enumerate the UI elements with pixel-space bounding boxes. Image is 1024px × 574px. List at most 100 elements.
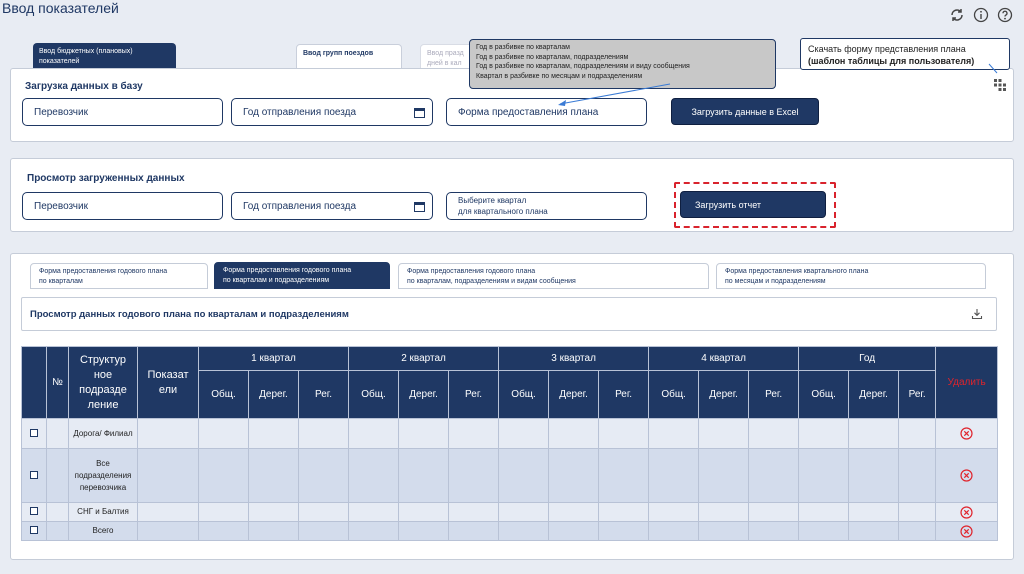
- data-cell[interactable]: [348, 502, 400, 522]
- data-cell[interactable]: [498, 448, 550, 503]
- data-cell[interactable]: [297, 521, 350, 541]
- data-cell[interactable]: [348, 418, 400, 449]
- upload-excel-button[interactable]: Загрузить данные в Excel: [671, 98, 819, 125]
- delete-icon[interactable]: [960, 524, 973, 538]
- view-quarter-select[interactable]: Выберите квартал для квартального плана: [446, 192, 647, 220]
- row-checkbox[interactable]: [30, 470, 38, 479]
- data-cell[interactable]: [248, 521, 299, 541]
- data-cell[interactable]: [798, 418, 850, 449]
- data-cell[interactable]: [648, 521, 700, 541]
- data-cell[interactable]: [137, 502, 199, 522]
- data-cell[interactable]: [898, 448, 937, 503]
- data-cell[interactable]: [548, 448, 600, 503]
- subtab-quarters-units-types[interactable]: Форма предоставления годового плана по к…: [398, 263, 709, 289]
- data-cell[interactable]: [698, 502, 750, 522]
- header-sub: Дерег.: [398, 370, 450, 419]
- data-cell[interactable]: [448, 521, 500, 541]
- data-cell[interactable]: [898, 502, 937, 522]
- data-cell[interactable]: [498, 521, 550, 541]
- data-cell[interactable]: [498, 418, 550, 449]
- tab-train-groups[interactable]: Ввод групп поездов: [296, 44, 402, 70]
- data-cell[interactable]: [648, 418, 700, 449]
- page-title: Ввод показателей: [2, 0, 119, 16]
- data-cell[interactable]: [898, 418, 937, 449]
- data-cell[interactable]: [598, 502, 650, 522]
- data-cell[interactable]: [798, 521, 850, 541]
- data-cell[interactable]: [798, 448, 850, 503]
- data-cell[interactable]: [198, 418, 249, 449]
- data-cell[interactable]: [398, 418, 450, 449]
- data-cell[interactable]: [898, 521, 937, 541]
- delete-icon[interactable]: [960, 469, 973, 482]
- header-delete: Удалить: [935, 346, 999, 419]
- row-checkbox[interactable]: [30, 507, 38, 515]
- data-cell[interactable]: [748, 418, 800, 449]
- data-cell[interactable]: [198, 502, 249, 522]
- load-report-button[interactable]: Загрузить отчет: [680, 191, 826, 218]
- delete-icon[interactable]: [960, 505, 973, 519]
- subtab-quarters-units[interactable]: Форма предоставления годового плана по к…: [214, 262, 390, 289]
- data-cell[interactable]: [498, 502, 550, 522]
- data-cell[interactable]: [598, 418, 650, 449]
- data-cell[interactable]: [248, 448, 299, 503]
- upload-year-field[interactable]: Год отправления поезда: [231, 98, 433, 126]
- data-cell[interactable]: [548, 521, 600, 541]
- data-cell[interactable]: [448, 418, 500, 449]
- data-cell[interactable]: [297, 502, 350, 522]
- data-cell[interactable]: [198, 521, 249, 541]
- data-cell[interactable]: [297, 448, 350, 503]
- data-cell[interactable]: [598, 448, 650, 503]
- download-icon[interactable]: [971, 308, 983, 320]
- data-cell[interactable]: [748, 502, 800, 522]
- row-checkbox[interactable]: [30, 526, 38, 534]
- upload-carrier-field[interactable]: Перевозчик: [22, 98, 223, 126]
- calendar-icon[interactable]: [414, 201, 425, 212]
- data-cell[interactable]: [137, 448, 199, 503]
- data-cell[interactable]: [398, 502, 450, 522]
- data-cell[interactable]: [848, 418, 900, 449]
- view-carrier-field[interactable]: Перевозчик: [22, 192, 223, 220]
- data-cell[interactable]: [848, 502, 900, 522]
- data-cell[interactable]: [448, 448, 500, 503]
- header-group: 3 квартал: [498, 346, 650, 371]
- data-cell[interactable]: [398, 448, 450, 503]
- data-cell[interactable]: [548, 418, 600, 449]
- data-cell[interactable]: [248, 418, 299, 449]
- data-cell[interactable]: [198, 448, 249, 503]
- data-cell[interactable]: [698, 521, 750, 541]
- info-icon[interactable]: [972, 6, 990, 24]
- data-cell[interactable]: [348, 521, 400, 541]
- data-cell[interactable]: [137, 521, 199, 541]
- data-cell[interactable]: [137, 418, 199, 449]
- data-cell[interactable]: [698, 448, 750, 503]
- data-cell[interactable]: [648, 502, 700, 522]
- data-cell[interactable]: [748, 448, 800, 503]
- header-number: №: [46, 346, 69, 419]
- subtab-quarterly-months[interactable]: Форма предоставления квартального плана …: [716, 263, 986, 289]
- data-cell[interactable]: [798, 502, 850, 522]
- tab-budget-indicators[interactable]: Ввод бюджетных (плановых) показателей: [33, 43, 176, 69]
- upload-form-select[interactable]: Форма предоставления плана: [446, 98, 647, 126]
- data-cell[interactable]: [548, 502, 600, 522]
- calendar-icon[interactable]: [414, 107, 425, 118]
- data-cell[interactable]: [448, 502, 500, 522]
- field-value: для квартального плана: [458, 207, 548, 216]
- data-cell[interactable]: [848, 448, 900, 503]
- delete-icon[interactable]: [960, 427, 973, 440]
- view-year-field[interactable]: Год отправления поезда: [231, 192, 433, 220]
- data-cell[interactable]: [648, 448, 700, 503]
- refresh-icon[interactable]: [948, 6, 966, 24]
- data-cell[interactable]: [598, 521, 650, 541]
- help-icon[interactable]: [996, 6, 1014, 24]
- data-cell[interactable]: [698, 418, 750, 449]
- data-cell[interactable]: [398, 521, 450, 541]
- data-cell[interactable]: [248, 502, 299, 522]
- data-cell[interactable]: [848, 521, 900, 541]
- grid-icon[interactable]: [993, 78, 1007, 92]
- data-cell[interactable]: [748, 521, 800, 541]
- data-cell[interactable]: [297, 418, 350, 449]
- subtab-quarters[interactable]: Форма предоставления годового плана по к…: [30, 263, 208, 289]
- row-checkbox[interactable]: [30, 428, 38, 437]
- data-cell[interactable]: [348, 448, 400, 503]
